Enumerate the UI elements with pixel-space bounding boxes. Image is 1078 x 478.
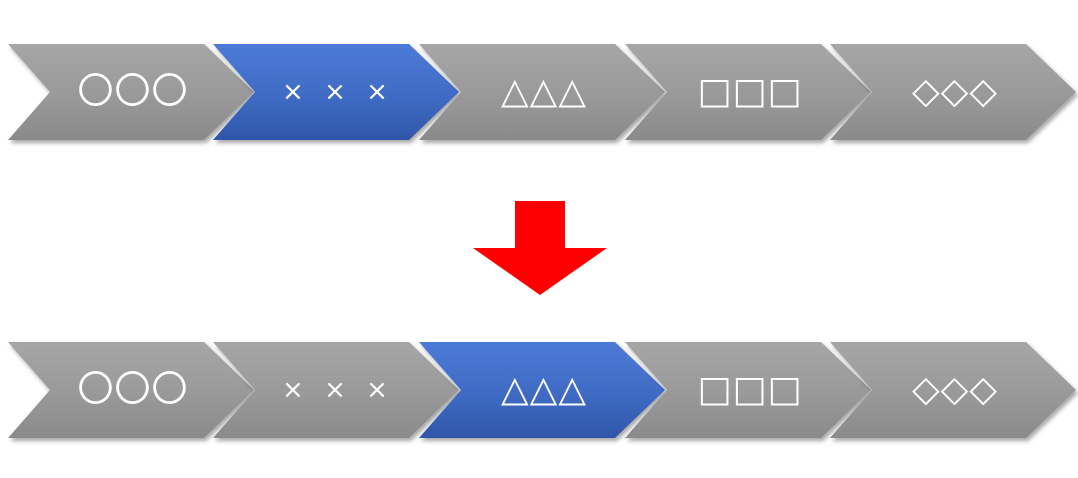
step-5-label: ◇◇◇: [911, 369, 999, 410]
step-1-chevron[interactable]: 〇〇〇: [8, 342, 254, 440]
step-5-chevron[interactable]: ◇◇◇: [830, 44, 1076, 142]
step-2-label: × × ×: [282, 375, 394, 405]
step-3-chevron[interactable]: △△△: [419, 44, 665, 142]
step-2-chevron[interactable]: × × ×: [213, 44, 459, 142]
process-flow-before: 〇〇〇 × × × △△△ □□□ ◇◇◇: [0, 44, 1078, 144]
step-5-chevron[interactable]: ◇◇◇: [830, 342, 1076, 440]
step-4-chevron[interactable]: □□□: [625, 44, 871, 142]
step-3-chevron[interactable]: △△△: [419, 342, 665, 440]
arrow-down-icon: [473, 201, 607, 295]
process-flow-after: 〇〇〇 × × × △△△ □□□ ◇◇◇: [0, 342, 1078, 442]
step-3-label: △△△: [500, 71, 588, 112]
step-4-chevron[interactable]: □□□: [625, 342, 871, 440]
step-1-label: 〇〇〇: [77, 71, 189, 112]
step-1-label: 〇〇〇: [77, 369, 189, 410]
step-4-label: □□□: [697, 369, 803, 410]
step-1-chevron[interactable]: 〇〇〇: [8, 44, 254, 142]
step-3-label: △△△: [500, 369, 588, 410]
step-5-label: ◇◇◇: [911, 71, 999, 112]
step-2-label: × × ×: [282, 77, 394, 107]
arrow-down-shape: [473, 201, 607, 295]
step-4-label: □□□: [697, 71, 803, 112]
step-2-chevron[interactable]: × × ×: [213, 342, 459, 440]
